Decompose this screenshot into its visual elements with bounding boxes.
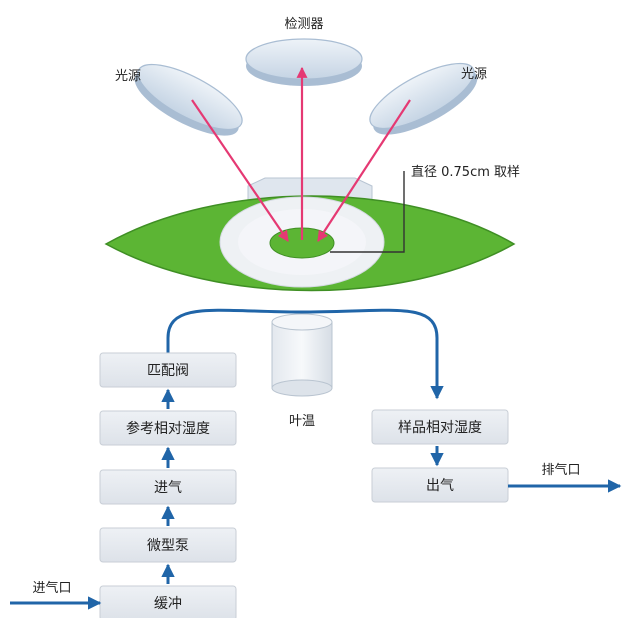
box-sample-rh-label: 样品相对湿度 <box>398 420 482 436</box>
inlet-label: 进气口 <box>32 580 71 596</box>
diameter-leader <box>330 171 405 253</box>
box-match-valve-label: 匹配阀 <box>147 363 189 379</box>
light-source-right-label: 光源 <box>461 67 487 82</box>
box-air-out: 出气 <box>371 467 509 503</box>
flow-arc <box>166 308 444 400</box>
box-buffer: 缓冲 <box>99 585 237 618</box>
light-source-left-label: 光源 <box>115 69 141 84</box>
box-air-in-label: 进气 <box>154 480 182 496</box>
box-buffer-label: 缓冲 <box>154 596 182 612</box>
detector-label: 检测器 <box>284 17 323 32</box>
detector <box>245 38 363 86</box>
box-reference-rh: 参考相对湿度 <box>99 410 237 446</box>
box-match-valve: 匹配阀 <box>99 352 237 388</box>
box-reference-rh-label: 参考相对湿度 <box>126 420 210 437</box>
ray-left <box>191 99 289 242</box>
box-air-out-label: 出气 <box>426 478 454 494</box>
leaf-temp-label: 叶温 <box>289 414 315 429</box>
box-micro-pump-label: 微型泵 <box>147 538 189 554</box>
box-sample-rh: 样品相对湿度 <box>371 409 509 445</box>
box-air-in: 进气 <box>99 469 237 505</box>
light-source-left <box>134 63 243 136</box>
sample-diameter-label: 直径 0.75cm 取样 <box>411 165 520 180</box>
exhaust-label: 排气口 <box>541 462 580 478</box>
light-source-right <box>369 62 478 135</box>
leaf-temp-sensor <box>271 313 333 397</box>
box-micro-pump: 微型泵 <box>99 527 237 563</box>
ray-right <box>317 99 411 242</box>
